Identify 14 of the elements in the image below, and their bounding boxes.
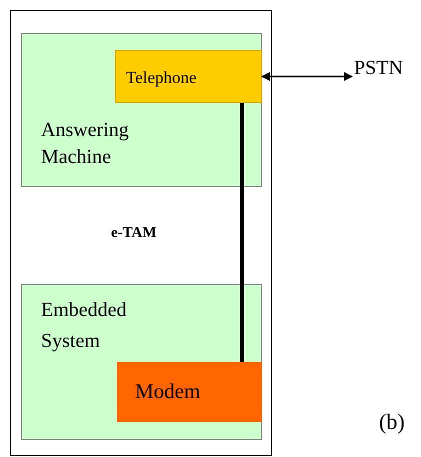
modem-box: [117, 362, 262, 422]
frame-title: e-TAM: [111, 224, 157, 243]
panel-label: (b): [379, 408, 405, 436]
network-label: PSTN: [354, 56, 403, 81]
double-arrow: [261, 72, 353, 81]
component-label: Modem: [135, 378, 200, 405]
connector-line: [240, 103, 244, 362]
component-box: [21, 284, 262, 440]
telephone-box: [115, 50, 262, 103]
component-label: Telephone: [126, 67, 197, 89]
outer-frame: [10, 10, 272, 456]
component-label: Answering Machine: [41, 118, 130, 170]
component-label: Embedded System: [41, 298, 128, 354]
component-box: [21, 33, 262, 187]
